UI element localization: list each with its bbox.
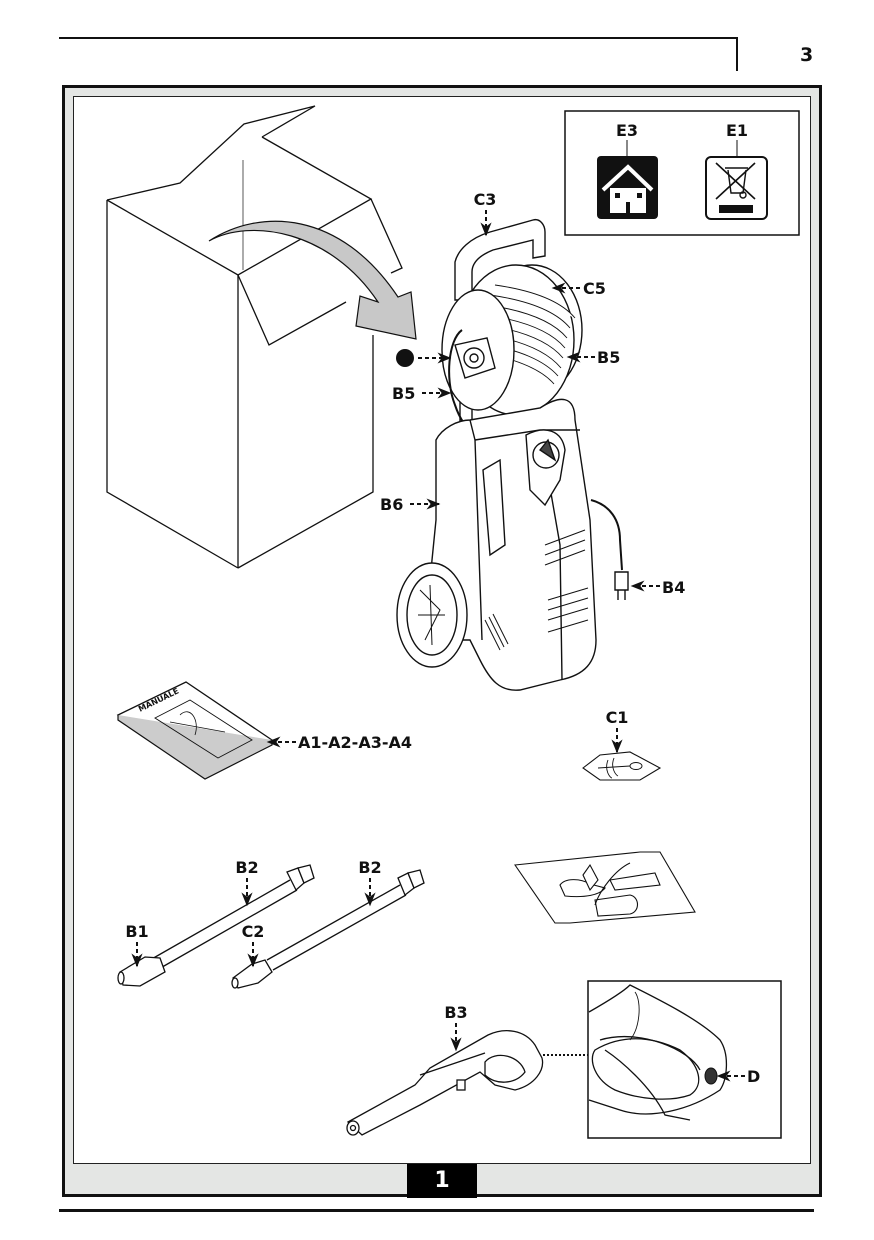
page-number: 3 — [800, 44, 814, 66]
svg-text:B6: B6 — [380, 495, 403, 514]
crossed-bin-icon — [705, 156, 768, 220]
cardboard-box — [106, 105, 403, 569]
symbol-e1: E1 — [705, 121, 768, 220]
svg-text:C1: C1 — [606, 708, 629, 727]
house-icon — [597, 156, 658, 219]
callout-dot — [396, 349, 452, 367]
svg-text:B2: B2 — [235, 858, 258, 877]
callout-b2-right: B2 — [358, 858, 382, 907]
spray-gun-b3 — [346, 1030, 544, 1136]
callout-c2: C2 — [242, 922, 265, 968]
symbols-box: E3 E1 — [564, 110, 800, 236]
manual-booklet: MANUALE — [116, 681, 274, 780]
symbol-e3: E3 — [597, 121, 658, 219]
callout-b2-left: B2 — [235, 858, 259, 907]
callout-b5-hose: B5 — [392, 384, 452, 403]
svg-text:B5: B5 — [392, 384, 415, 403]
callout-b3: B3 — [444, 1003, 468, 1052]
symbol-e1-label: E1 — [726, 121, 748, 140]
svg-text:C5: C5 — [583, 279, 606, 298]
svg-text:B3: B3 — [444, 1003, 467, 1022]
svg-text:B4: B4 — [662, 578, 685, 597]
callout-d: D — [716, 1067, 760, 1086]
unpack-arrow — [208, 220, 417, 340]
callout-b6: B6 — [380, 495, 441, 514]
callout-c3: C3 — [474, 190, 497, 237]
detail-inset — [587, 980, 782, 1139]
callout-manual: A1-A2-A3-A4 — [266, 733, 412, 752]
svg-text:C2: C2 — [242, 922, 265, 941]
symbol-e3-label: E3 — [616, 121, 638, 140]
accessory-bag — [514, 851, 696, 924]
footer-rule — [59, 1209, 814, 1212]
figure-number: 1 — [407, 1164, 477, 1198]
pressure-washer — [396, 218, 629, 691]
lance-b1 — [117, 864, 315, 987]
svg-text:C3: C3 — [474, 190, 497, 209]
header-tick — [736, 37, 738, 71]
svg-text:B1: B1 — [125, 922, 148, 941]
lance-c2 — [231, 869, 425, 989]
adjust-knob-d — [704, 1067, 718, 1085]
svg-text:B2: B2 — [358, 858, 381, 877]
callout-b1: B1 — [125, 922, 149, 968]
svg-text:B5: B5 — [597, 348, 620, 367]
callout-b5-reel: B5 — [566, 348, 620, 367]
svg-text:A1-A2-A3-A4: A1-A2-A3-A4 — [298, 733, 412, 752]
callout-b4: B4 — [630, 578, 685, 597]
header-rule — [59, 37, 737, 39]
callout-c5: C5 — [551, 279, 606, 298]
svg-text:D: D — [747, 1067, 760, 1086]
small-bag-c1: C1 — [582, 708, 662, 781]
